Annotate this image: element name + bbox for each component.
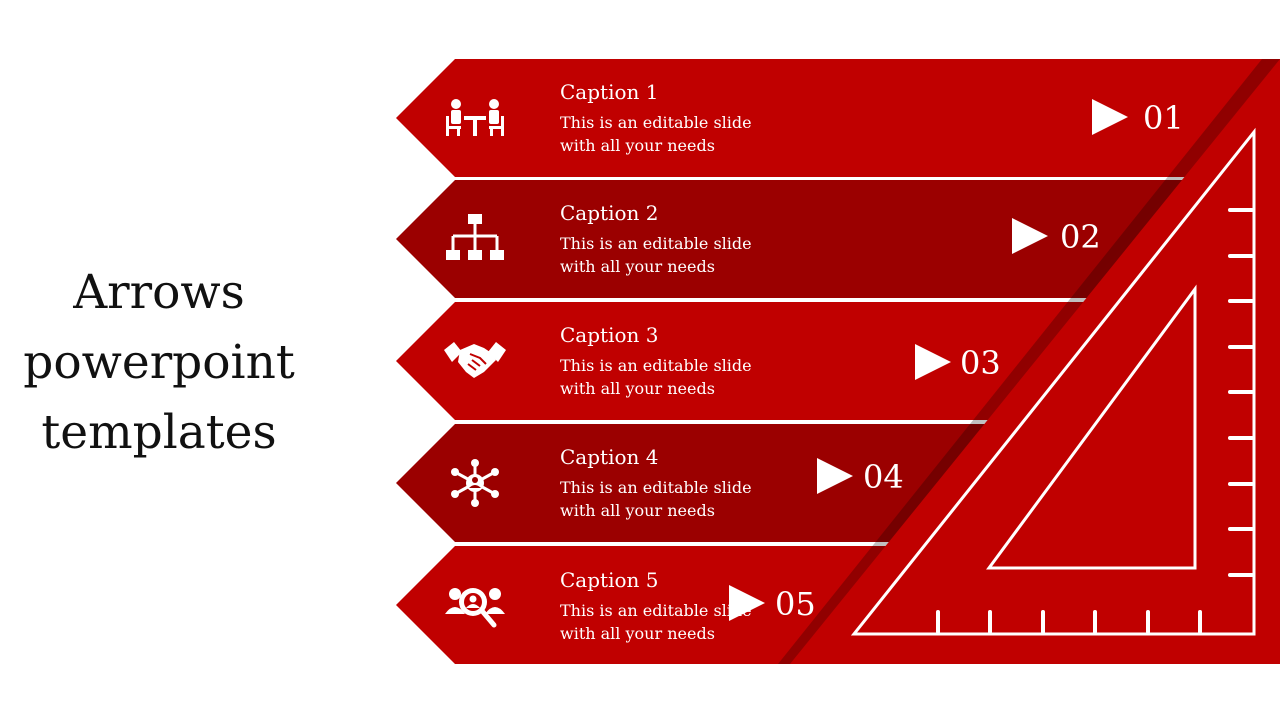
set-square-inner: [986, 284, 1197, 570]
ruler-overlay: [790, 59, 1280, 664]
number-2: 02: [1060, 218, 1101, 256]
number-1: 01: [1143, 99, 1184, 137]
title-line-1: Arrows: [73, 265, 245, 320]
caption-5: Caption 5: [560, 568, 659, 592]
caption-4: Caption 4: [560, 445, 659, 469]
desc-3: This is an editable slide with all your …: [560, 356, 752, 398]
meeting-icon: [446, 99, 504, 136]
play-arrow-icon: [1012, 218, 1048, 254]
play-arrow-icon: [729, 585, 765, 621]
network-icon: [451, 459, 499, 507]
ruler-ticks-horizontal: [936, 610, 1202, 634]
desc-1: This is an editable slide with all your …: [560, 113, 752, 155]
play-arrow-icon: [1092, 99, 1128, 135]
band-3-text: Caption 3 This is an editable slide with…: [560, 323, 775, 400]
search-people-icon: [445, 588, 505, 628]
ruler-shadow: [778, 59, 1280, 664]
caption-2: Caption 2: [560, 201, 659, 225]
ruler-ticks-vertical: [1228, 208, 1254, 577]
handshake-icon: [444, 342, 506, 378]
number-3: 03: [960, 344, 1001, 382]
band-1: [396, 59, 1280, 177]
desc-4: This is an editable slide with all your …: [560, 478, 752, 520]
desc-5: This is an editable slide with all your …: [560, 601, 752, 643]
band-2-text: Caption 2 This is an editable slide with…: [560, 201, 775, 278]
band-5-text: Caption 5 This is an editable slide with…: [560, 568, 760, 645]
band-4-text: Caption 4 This is an editable slide with…: [560, 445, 775, 522]
title-line-2: powerpoint: [23, 335, 295, 390]
number-5: 05: [775, 585, 816, 623]
slide-title: Arrows powerpoint templates: [0, 258, 318, 468]
set-square-outer: [850, 127, 1256, 636]
caption-3: Caption 3: [560, 323, 659, 347]
number-4: 04: [863, 458, 904, 496]
play-arrow-icon: [915, 344, 951, 380]
band-1-text: Caption 1 This is an editable slide with…: [560, 80, 775, 157]
band-2: [396, 180, 1280, 298]
title-line-3: templates: [41, 405, 277, 460]
caption-1: Caption 1: [560, 80, 659, 104]
org-chart-icon: [446, 214, 504, 260]
desc-2: This is an editable slide with all your …: [560, 234, 752, 276]
play-arrow-icon: [817, 458, 853, 494]
